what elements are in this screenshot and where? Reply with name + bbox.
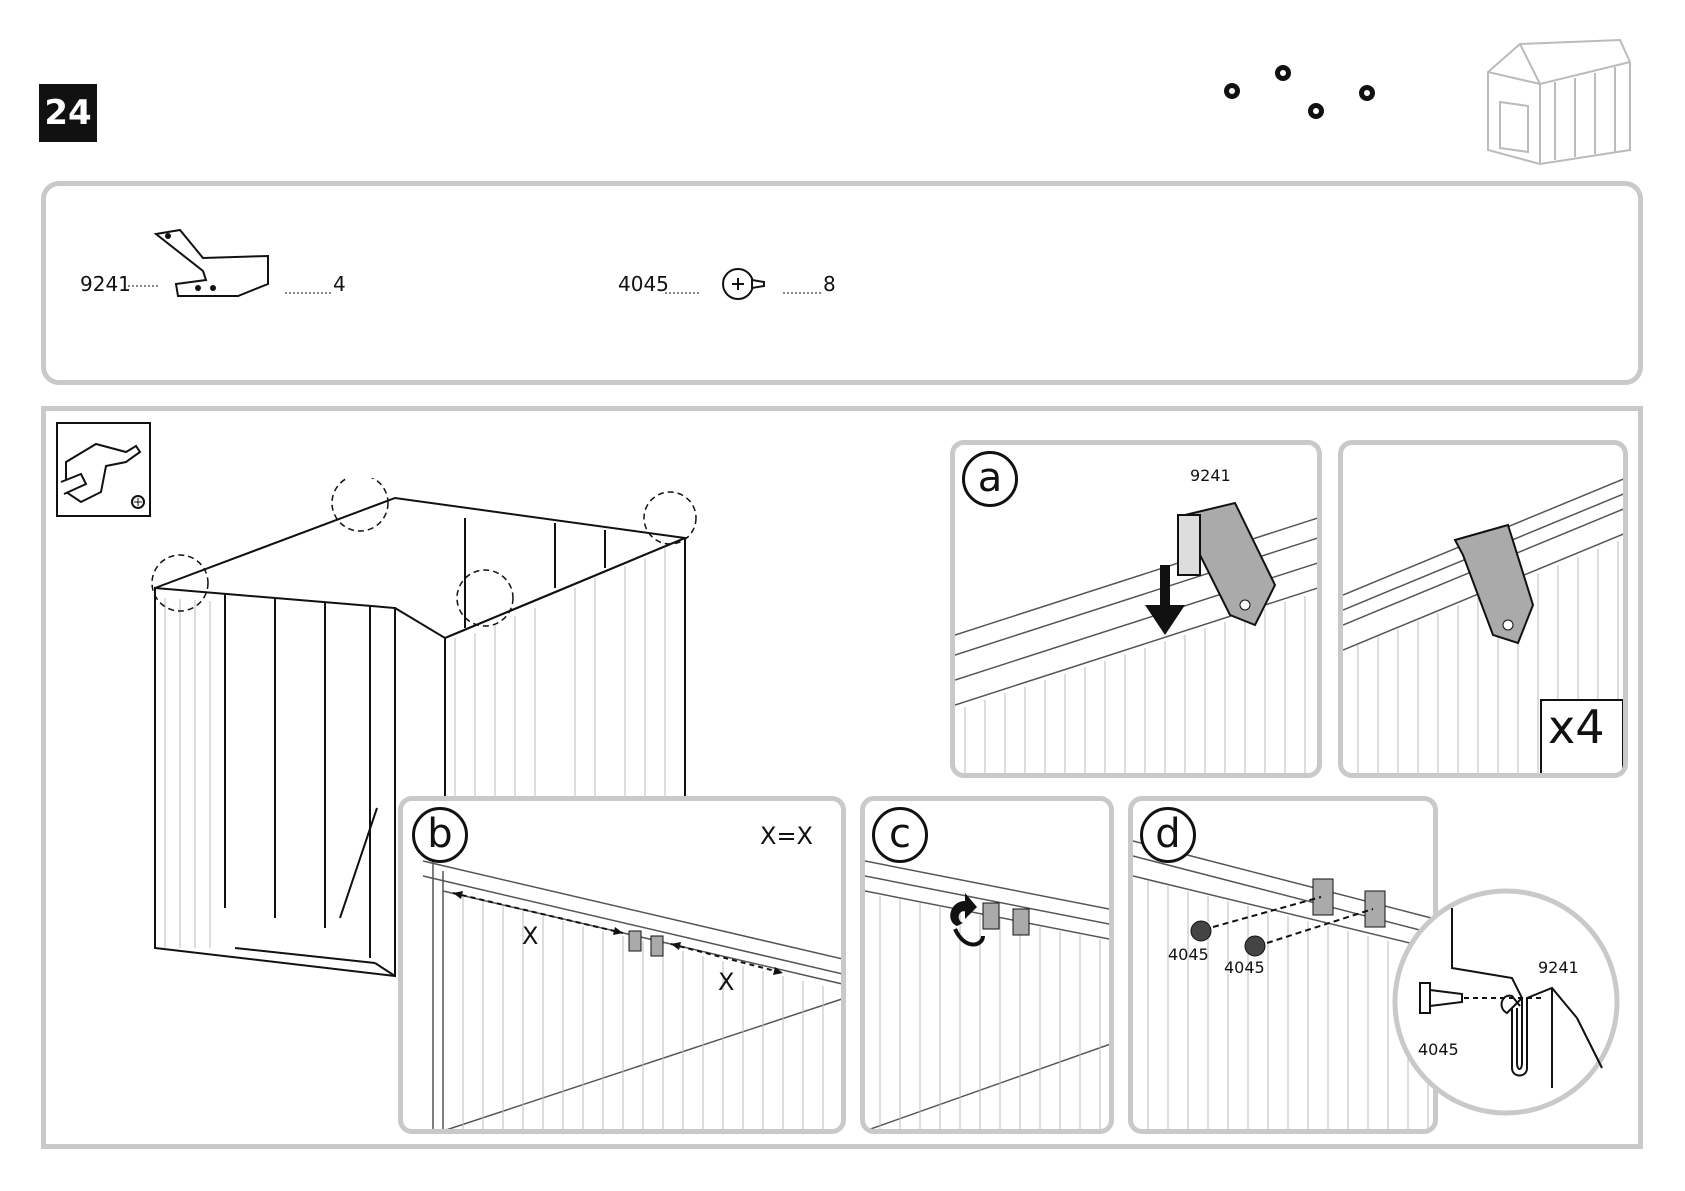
dotted-leader (285, 290, 335, 296)
step-number: 24 (39, 84, 97, 142)
dimension-x-right: X (718, 968, 734, 996)
detail-bracket-label: 9241 (1538, 958, 1579, 977)
part-qty-4045: 8 (823, 272, 836, 296)
dotted-leader (783, 290, 825, 296)
panel-d-letter: d (1140, 807, 1196, 863)
panel-a-part-label: 9241 (1190, 466, 1231, 485)
screw-icon (720, 264, 770, 304)
part-qty-9241: 4 (333, 272, 346, 296)
bracket-icon (128, 226, 293, 301)
multiplier-label: x4 (1548, 700, 1605, 754)
part-code-9241: 9241 (80, 272, 131, 296)
part-code-4045: 4045 (618, 272, 669, 296)
equal-spacing-note: X=X (760, 822, 813, 850)
rivet-dots-icon (1215, 60, 1385, 130)
dotted-leader (665, 290, 703, 296)
screw-label-1: 4045 (1168, 945, 1209, 964)
drill-tool-icon (56, 422, 151, 517)
panel-b-letter: b (412, 807, 468, 863)
screw-label-2: 4045 (1224, 958, 1265, 977)
panel-c-letter: c (872, 807, 928, 863)
detail-screw-label: 4045 (1418, 1040, 1459, 1059)
detail-magnifier (1392, 888, 1620, 1116)
panel-a-letter: a (962, 451, 1018, 507)
dimension-x-left: X (522, 922, 538, 950)
spacing-measurement-drawing (403, 801, 846, 1134)
greenhouse-thumbnail-icon (1480, 32, 1640, 172)
